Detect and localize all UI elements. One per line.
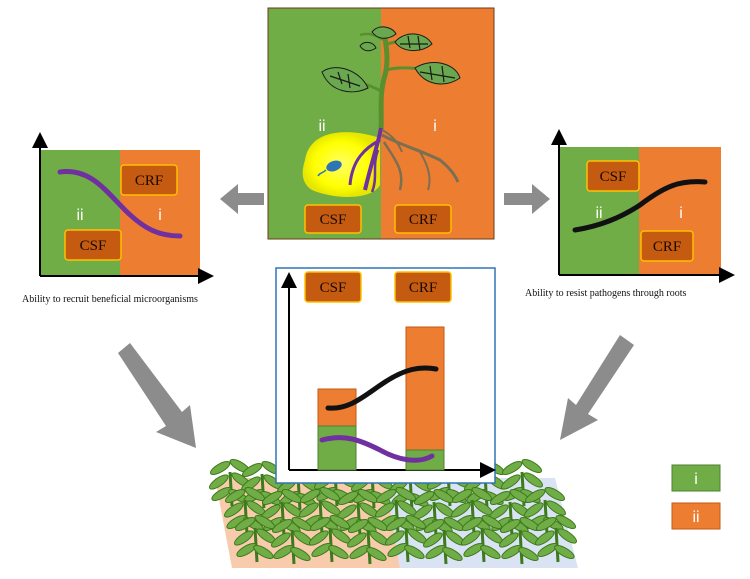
wheat-plant	[385, 515, 427, 563]
left-panel-caption: Ability to recruit beneficial microorgan…	[22, 294, 198, 305]
arrow-left-icon	[220, 184, 264, 214]
wheat-plant	[423, 517, 465, 565]
plant-panel-border	[267, 7, 495, 240]
legend-swatch-ii	[671, 502, 721, 530]
plant-panel-left-box	[304, 204, 362, 234]
left-panel-bottom-box-label: CSF	[80, 238, 107, 254]
plant-icon	[321, 26, 461, 131]
microbe-icon	[317, 160, 342, 177]
center-chart-right-bar-top	[405, 326, 445, 451]
center-chart-left-box-label: CSF	[320, 280, 347, 296]
wheat-plant	[499, 517, 541, 565]
legend-label-i: i	[694, 471, 698, 488]
plant-panel-left-box-label: CSF	[320, 212, 347, 228]
right-panel-black-curve	[572, 179, 708, 233]
plant-panel-right-roman: i	[433, 118, 437, 135]
right-panel-bottom-box	[640, 230, 694, 262]
center-chart-purple-curve	[319, 435, 435, 463]
plant-panel-right-box	[394, 204, 452, 234]
plant-panel-right-box-label: CRF	[409, 212, 437, 228]
left-panel-left-roman: ii	[76, 207, 83, 224]
wheat-plant	[299, 487, 341, 535]
left-panel: CRF CSF ii i Ability to recruit benefici…	[22, 132, 214, 305]
wheat-plant	[535, 515, 577, 563]
left-panel-top-box	[120, 164, 178, 196]
left-panel-top-box-label: CRF	[135, 173, 163, 189]
center-chart-left-bar-bottom	[317, 425, 357, 471]
legend: i ii	[671, 464, 721, 530]
plant-panel: ii i CSF CRF	[267, 7, 495, 240]
right-panel-top-box	[586, 160, 640, 192]
wheat-plant	[309, 515, 351, 563]
right-panel-bottom-box-label: CRF	[653, 239, 681, 255]
right-panel-right-roman: i	[679, 205, 683, 222]
left-panel-right-roman: i	[158, 207, 162, 224]
left-panel-purple-curve	[57, 169, 183, 239]
right-panel: CSF CRF ii i Ability to resist pathogens…	[525, 129, 735, 299]
center-chart-left-box	[304, 271, 362, 303]
center-chart-black-curve	[325, 365, 439, 411]
root-icon	[348, 127, 460, 193]
arrow-down-left-icon	[560, 335, 634, 440]
wheat-plant	[234, 515, 276, 563]
center-chart-right-box-label: CRF	[409, 280, 437, 296]
right-panel-caption: Ability to resist pathogens through root…	[525, 288, 686, 299]
wheat-plant	[271, 517, 313, 565]
center-chart: CSF CRF	[275, 267, 496, 484]
wheat-plant	[451, 487, 493, 535]
plant-panel-left-roman: ii	[318, 118, 325, 135]
left-panel-bottom-box	[64, 229, 122, 261]
legend-swatch-i	[671, 464, 721, 492]
legend-label-ii: ii	[692, 509, 699, 526]
arrow-down-right-icon	[118, 343, 196, 448]
right-panel-top-box-label: CSF	[600, 169, 627, 185]
center-chart-frame	[275, 267, 496, 484]
center-chart-right-box	[394, 271, 452, 303]
arrow-right-icon	[504, 184, 550, 214]
wheat-plant	[461, 515, 503, 563]
right-panel-left-roman: ii	[595, 205, 602, 222]
